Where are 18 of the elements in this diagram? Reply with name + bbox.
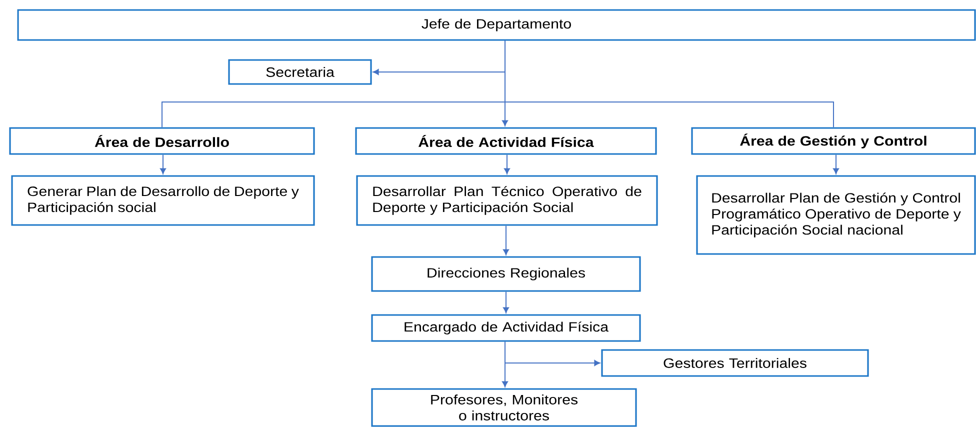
org-box: Área de Actividad Física [355,127,657,155]
connector-arrow [504,154,510,174]
org-box: Profesores, Monitores o instructores [371,388,637,427]
org-box: Jefe de Departamento [17,9,976,41]
org-box: Gestores Territoriales [601,349,869,377]
connector-arrow [503,291,509,314]
connector-arrow [502,341,508,388]
connector-arrow [160,154,166,174]
org-box: Secretaria [228,59,372,85]
org-box: Área de Desarrollo [9,127,315,155]
org-box: Encargado de Actividad Física [371,314,641,342]
connector-arrow [833,154,839,174]
org-box: Direcciones Regionales [371,256,641,292]
org-box: Área de Gestión y Control [691,127,976,155]
org-box: Desarrollar Plan de Gestión y Control Programático Operativo de Deporte y Participación Social nacional [696,175,976,255]
org-box: Desarrollar Plan Técnico Operativo de Deporte y Participación Social [356,175,658,226]
connector-arrow [503,225,509,256]
org-box: Generar Plan de Desarrollo de Deporte y Participación social [11,175,315,226]
